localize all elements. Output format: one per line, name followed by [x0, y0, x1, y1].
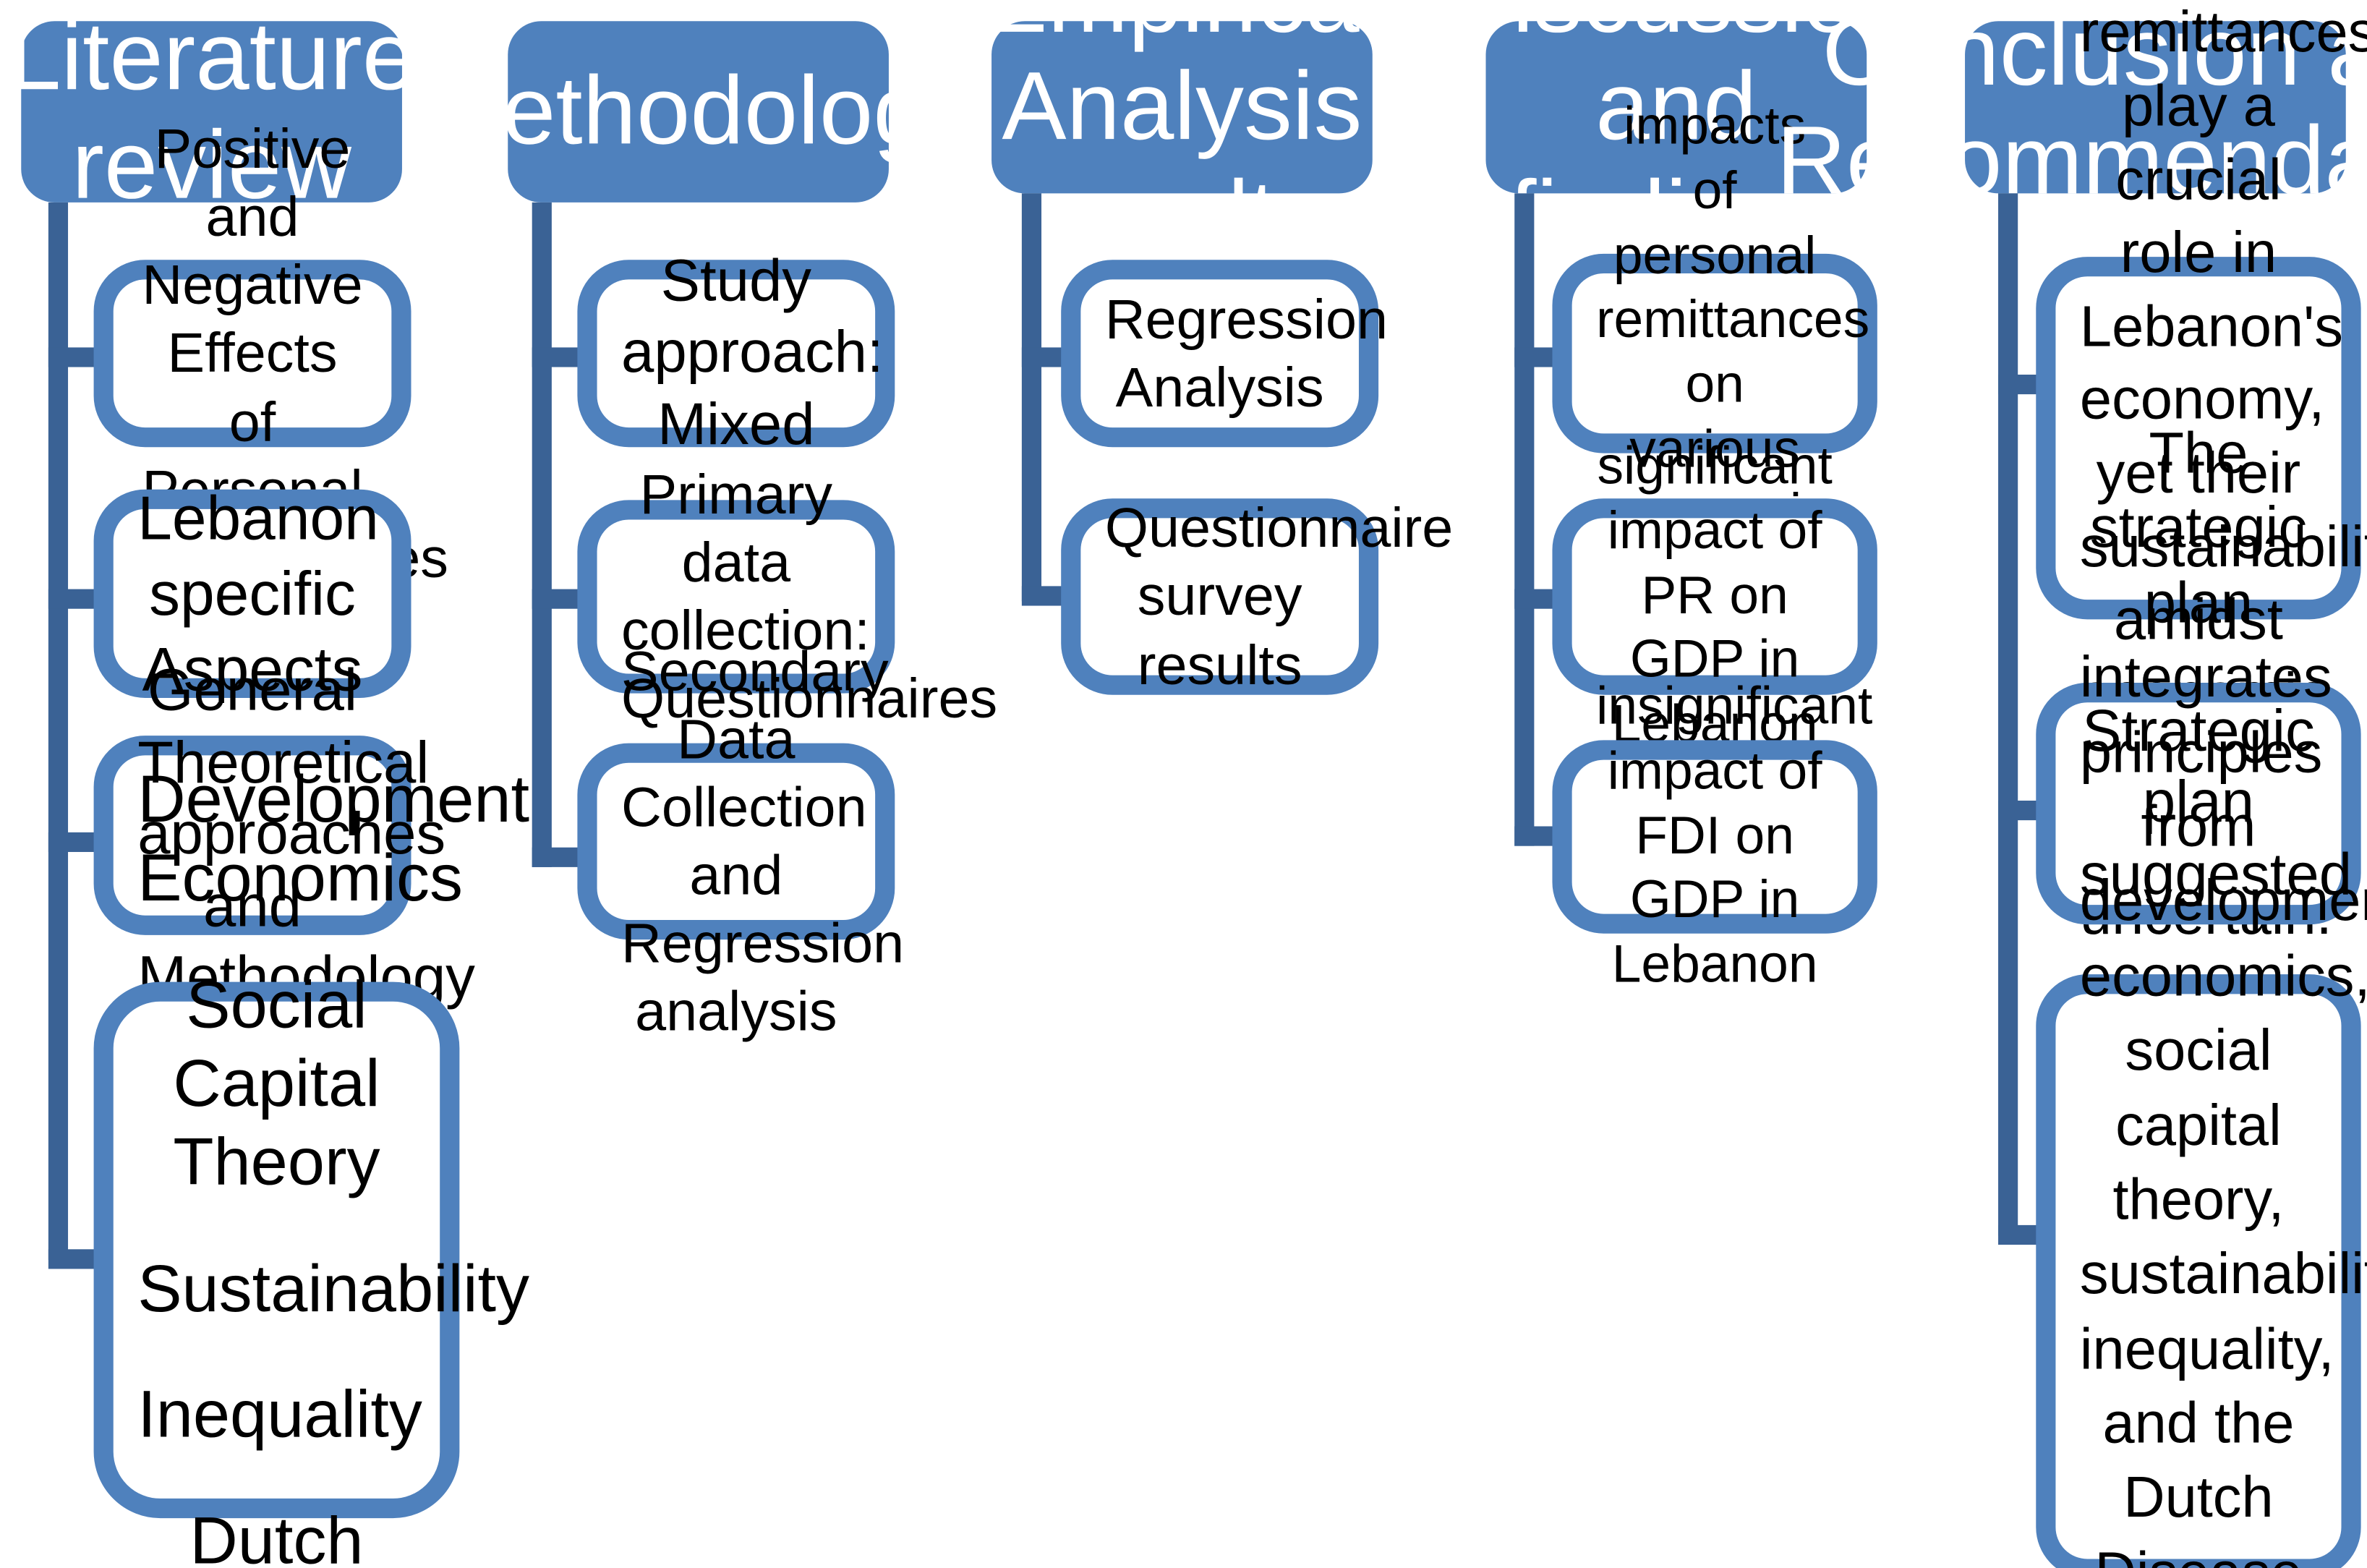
box-insignificant-impact-fdi-gdp[interactable]: insignificant impact of FDI on GDP in Le…	[1552, 677, 1877, 994]
box-lebanon-specific-aspects-label: Lebanon specific Aspects	[137, 483, 379, 704]
box-lebanon-specific-aspects[interactable]: Lebanon specific Aspects	[93, 483, 411, 704]
header-discussion-and-findings[interactable]: Discussion and findings	[1442, 0, 1910, 268]
box-insignificant-impact-fdi-gdp-label: insignificant impact of FDI on GDP in Le…	[1596, 677, 1873, 994]
connector-elbow-me-1	[532, 347, 587, 367]
box-significant-impact-pr-gdp-label: significant impact of PR on GDP in Leban…	[1597, 437, 1833, 754]
header-methodology-label: Methodology	[421, 56, 976, 165]
header-empirical-analysis-results-label: Empirical Analysis results	[983, 0, 1381, 269]
box-strategic-plan-suggested[interactable]: Strategic plan suggested	[2036, 683, 2361, 925]
box-general-theoretical-approaches[interactable]: General Theoretical approaches and Metho…	[93, 659, 475, 1011]
theory-topics-list: Development Economics Social Capital The…	[137, 762, 530, 1568]
box-theory-topics-list[interactable]: Development Economics Social Capital The…	[93, 763, 529, 1568]
connector-stem-conclusion	[1998, 193, 2018, 1236]
connector-stem-empirical	[1021, 193, 1042, 602]
theory-topic-item: Inequality	[137, 1378, 422, 1453]
header-literature-review[interactable]: Literature review	[7, 2, 416, 219]
box-questionnaire-survey-results-label: Questionnaire survey results	[1104, 497, 1454, 696]
box-primary-data-collection-label: Primary data collection: Questionnaires	[621, 463, 998, 730]
header-discussion-and-findings-label: Discussion and findings	[1442, 0, 1910, 269]
box-strategic-plan-suggested-label: Strategic plan suggested	[2079, 699, 2353, 908]
connector-stem-methodology	[532, 202, 552, 867]
theory-topic-item: Sustainability	[137, 1251, 530, 1326]
box-primary-data-collection[interactable]: Primary data collection: Questionnaires	[577, 464, 997, 730]
box-regression-analysis[interactable]: Regression Analysis	[1061, 260, 1388, 448]
connector-stem-discussion	[1514, 193, 1535, 846]
header-literature-review-label: Literature review	[7, 1, 417, 219]
box-positive-negative-effects[interactable]: Positive and Negative Effects of Persona…	[93, 118, 448, 589]
box-study-approach-mixed[interactable]: Study approach: Mixed	[577, 249, 895, 457]
theory-topic-item: Dutch Disease Phenomenon	[189, 1504, 364, 1568]
box-strategic-plan-details-label: The strategic plan integrates principles…	[2079, 422, 2367, 1568]
box-impacts-on-economic-indicators[interactable]: impacts of personal remittances on vario…	[1552, 97, 1877, 608]
box-strategic-plan-details[interactable]: The strategic plan integrates principles…	[2036, 423, 2367, 1568]
header-methodology[interactable]: Methodology	[422, 21, 976, 203]
box-regression-analysis-label: Regression Analysis	[1104, 288, 1388, 419]
connector-elbow-me-2	[532, 589, 587, 609]
box-secondary-data-regression[interactable]: Secondary Data Collection and Regression…	[577, 640, 904, 1043]
connector-stem-literature-review	[48, 202, 69, 1260]
box-questionnaire-survey-results[interactable]: Questionnaire survey results	[1061, 498, 1453, 696]
box-study-approach-mixed-label: Study approach: Mixed	[621, 248, 884, 458]
theory-topic-item: Social Capital Theory	[173, 968, 380, 1199]
theory-topic-item: Development Economics	[137, 762, 530, 916]
box-secondary-data-regression-label: Secondary Data Collection and Regression…	[621, 639, 905, 1043]
box-significant-impact-pr-gdp[interactable]: significant impact of PR on GDP in Leban…	[1552, 437, 1877, 754]
connector-elbow-me-3	[532, 847, 587, 867]
header-conclusion-and-recommendation[interactable]: Conclusion and Recommendation	[1776, 0, 2367, 214]
header-empirical-analysis-results[interactable]: Empirical Analysis results	[983, 0, 1381, 268]
header-conclusion-and-recommendation-label: Conclusion and Recommendation	[1776, 0, 2367, 215]
